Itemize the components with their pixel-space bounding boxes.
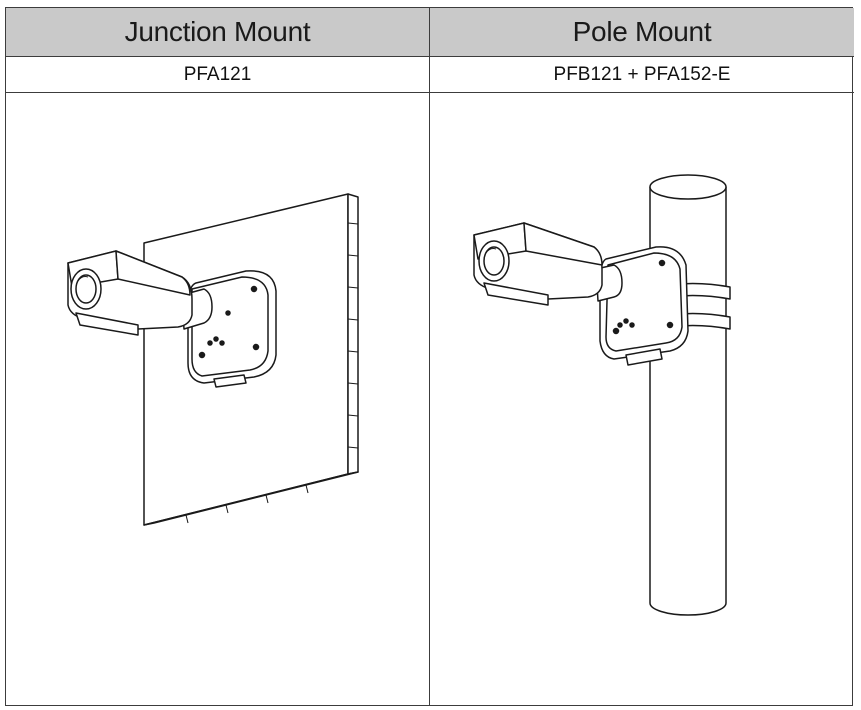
- pole-mounted-bullet-camera-illustration: [473, 174, 731, 616]
- model-label-junction: PFA121: [6, 57, 430, 93]
- mount-comparison-table: Junction Mount Pole Mount PFA121 PFB121 …: [5, 7, 854, 706]
- model-label-pole: PFB121 + PFA152-E: [430, 57, 854, 93]
- wall-mounted-bullet-camera-illustration: [67, 193, 359, 526]
- pole-mount-illustration-cell: [430, 93, 854, 705]
- junction-mount-illustration-cell: [6, 93, 430, 705]
- column-header-pole-mount: Pole Mount: [430, 8, 854, 57]
- column-header-junction-mount: Junction Mount: [6, 8, 430, 57]
